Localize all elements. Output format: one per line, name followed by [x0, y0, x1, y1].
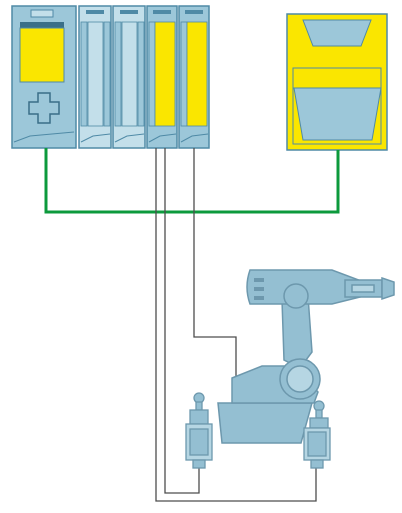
io-module-2	[112, 5, 146, 149]
wire-to-robot	[193, 148, 237, 378]
signal-wires	[155, 148, 317, 502]
safety-io-module-2	[178, 5, 210, 149]
robot-base	[217, 402, 313, 444]
wire-to-left-switch-inner	[164, 148, 200, 494]
wire-to-right-switch	[155, 148, 317, 502]
robot-shoulder-joint	[283, 283, 309, 309]
robot-gripper	[381, 276, 395, 301]
cpu-display	[19, 27, 65, 83]
cpu-navigation-icon	[28, 92, 60, 124]
yellow-safety-device	[286, 13, 388, 151]
device-bottom-window	[293, 87, 382, 141]
io-module-1	[78, 5, 112, 149]
safety-io-module-1	[146, 5, 178, 149]
network-cable	[44, 148, 340, 214]
device-top-window	[302, 19, 372, 47]
cpu-module	[11, 5, 77, 149]
position-switch-left	[185, 392, 213, 469]
plc-rack	[11, 5, 210, 149]
industrial-robot	[217, 269, 395, 444]
position-switch-right	[303, 400, 331, 469]
